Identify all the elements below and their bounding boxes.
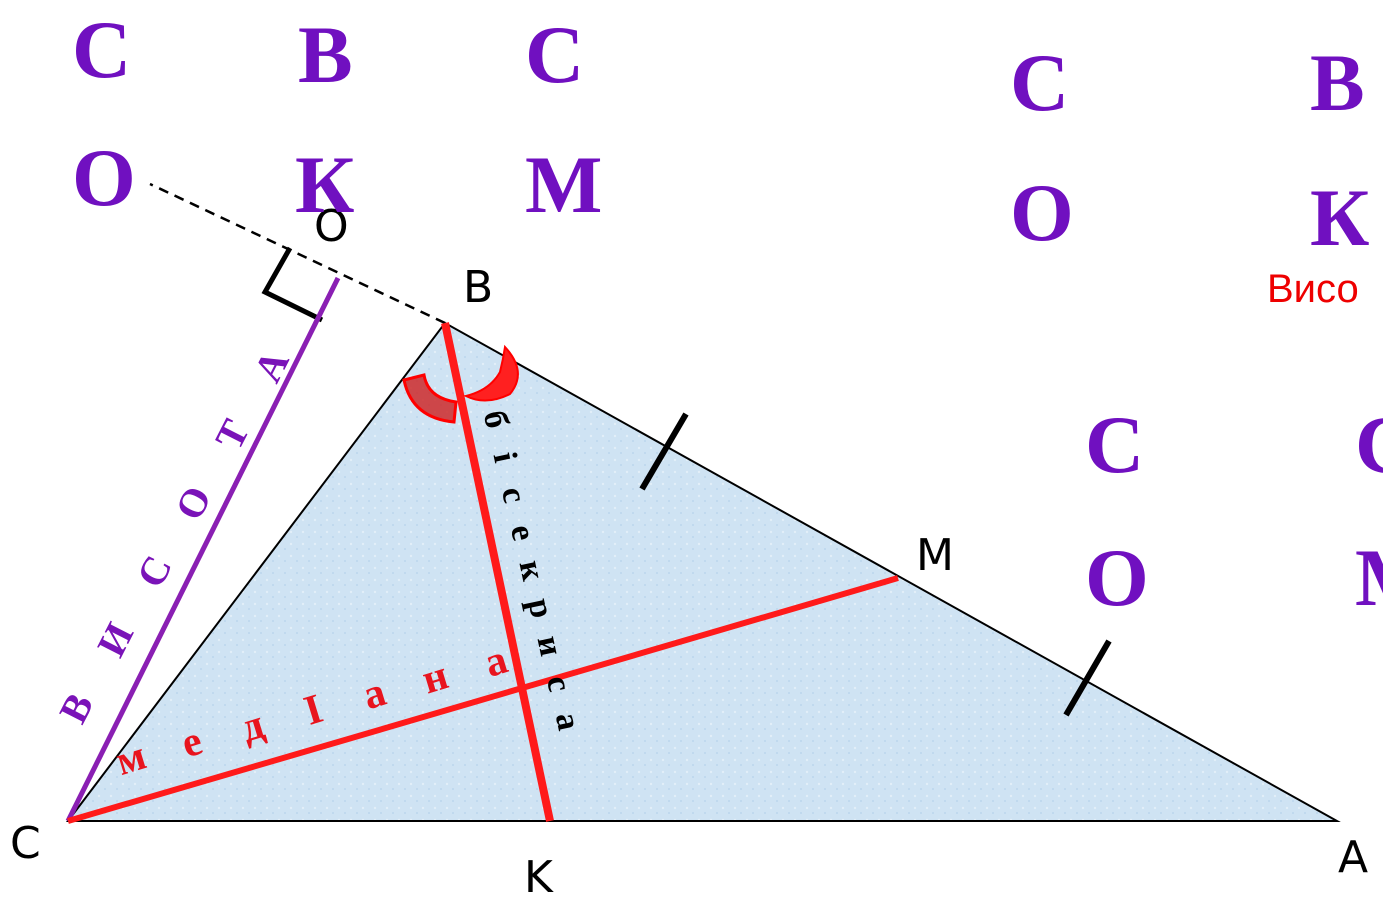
letter-g2-top-1: С xyxy=(1010,37,1069,128)
letter-g3-bottom-1: О xyxy=(1085,532,1149,623)
letter-g1-top-2: В xyxy=(298,9,353,100)
letter-g1-top-3: С xyxy=(525,9,584,100)
letter-g1-bottom-2: К xyxy=(295,139,354,230)
vertex-label-b: B xyxy=(463,262,493,313)
altitude-label-letter: А xyxy=(245,343,298,389)
vertex-label-o: O xyxy=(314,201,349,252)
letter-g3-top-2: С xyxy=(1355,399,1383,490)
angle-arc-right xyxy=(463,344,519,402)
letter-g2-bottom-2: К xyxy=(1310,172,1369,263)
altitude-label-letter: И xyxy=(88,616,142,664)
vertex-label-c: C xyxy=(10,818,41,869)
altitude-label-letter: С xyxy=(128,548,181,594)
right-angle-mark xyxy=(261,246,324,323)
bisector-label-letter: с xyxy=(494,484,533,506)
tick-mark-upper xyxy=(639,412,689,491)
letter-g2-top-2: В xyxy=(1310,37,1365,128)
altitude-line xyxy=(65,276,341,823)
median-line xyxy=(67,575,899,824)
bisector-line xyxy=(441,322,554,822)
dashed-extension-line xyxy=(149,182,446,325)
bisector-label-letter: е xyxy=(503,521,542,543)
letter-g1-top-1: С xyxy=(72,4,131,95)
triangle-abc xyxy=(65,321,1341,822)
vertex-label-a: A xyxy=(1338,832,1368,883)
letter-g1-bottom-3: М xyxy=(525,139,602,230)
vertex-label-m: M xyxy=(916,530,954,581)
altitude-label-letter: В xyxy=(50,686,102,730)
angle-arc-left xyxy=(402,373,458,424)
letter-g3-bottom-2: М xyxy=(1355,532,1383,623)
letter-g3-top-1: С xyxy=(1085,399,1144,490)
letter-g1-bottom-1: О xyxy=(72,132,136,223)
letter-g2-bottom-1: О xyxy=(1010,167,1074,258)
vertex-label-k: K xyxy=(524,852,554,902)
tick-mark-lower xyxy=(1063,639,1112,717)
cut-off-heading-text: Висо xyxy=(1267,267,1359,311)
bisector-label-letter: с xyxy=(539,672,578,694)
altitude-label-letter: О xyxy=(166,479,220,527)
